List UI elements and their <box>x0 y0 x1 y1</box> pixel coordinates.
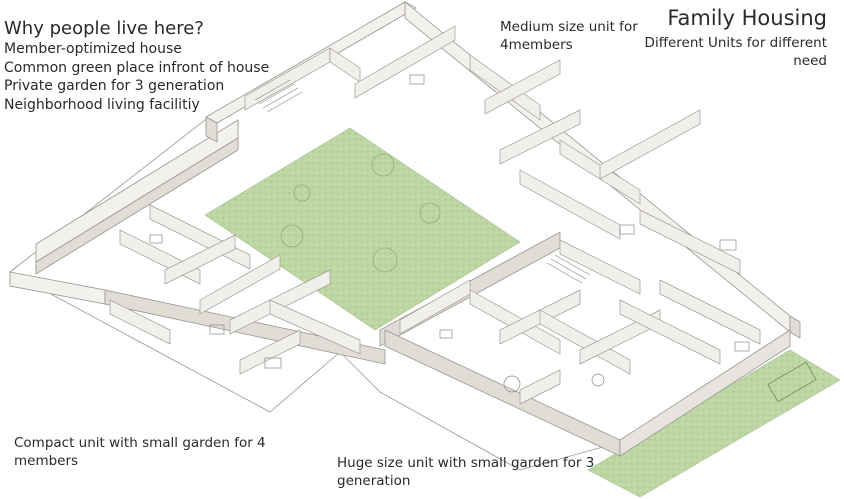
interior-walls-upper <box>244 25 741 275</box>
caption-medium-unit: Medium size unit for 4members <box>500 19 638 53</box>
furniture <box>149 74 750 393</box>
reason-item: Neighborhood living facilitiy <box>4 96 200 113</box>
caption-huge-unit: Huge size unit with small garden for 3 g… <box>337 455 595 489</box>
stairs <box>254 79 591 284</box>
interior-walls-left <box>109 204 361 375</box>
intro-title: Why people live here? <box>4 18 204 39</box>
project-title: Family Housing <box>667 6 827 30</box>
reason-item: Common green place infront of house <box>4 59 270 76</box>
courtyard-green <box>204 127 521 331</box>
reasons-list: Member-optimized house Common green plac… <box>4 40 269 114</box>
reason-item: Member-optimized house <box>4 41 182 57</box>
garden-bench <box>767 361 817 403</box>
reason-item: Private garden for 3 generation <box>4 78 225 94</box>
caption-compact-unit: Compact unit with small garden for 4 mem… <box>14 435 266 469</box>
courtyard-trees <box>280 153 441 273</box>
interior-walls-lower-right <box>399 239 761 405</box>
project-subtitle: Different Units for different need <box>644 35 827 69</box>
